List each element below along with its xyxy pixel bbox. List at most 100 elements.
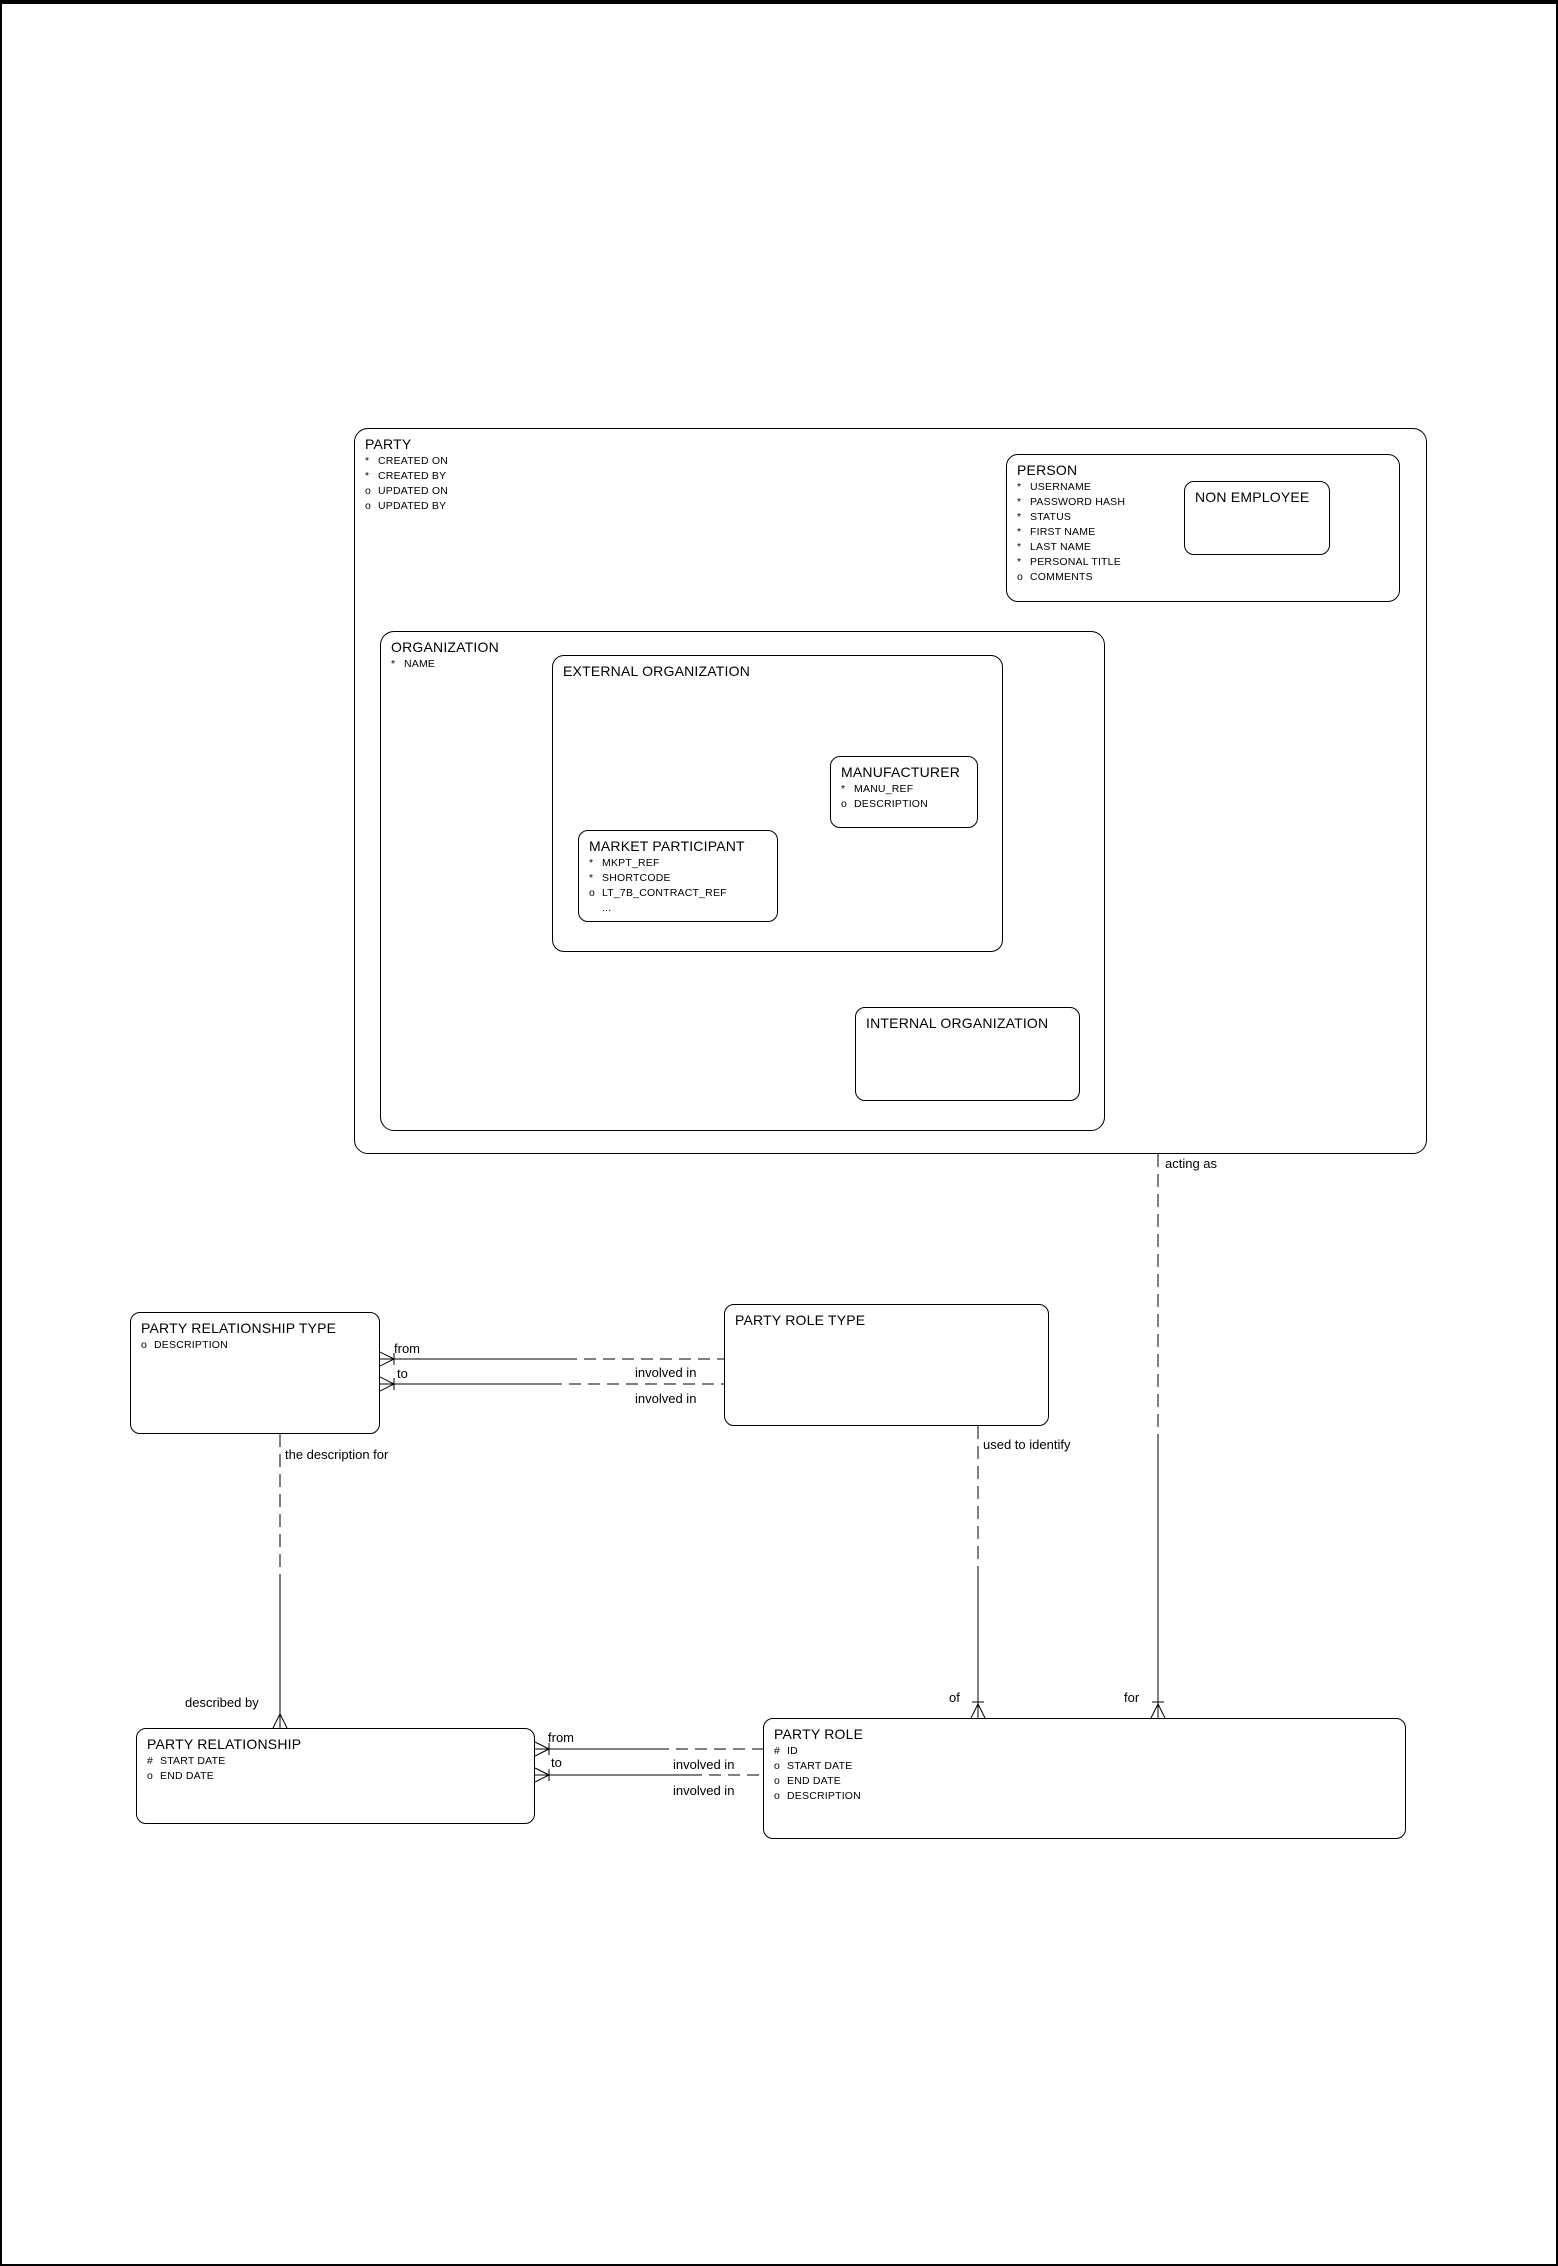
attribute-row: * PASSWORD HASH [1017,495,1389,510]
entity-title: INTERNAL ORGANIZATION [866,1015,1049,1031]
attribute-name: FIRST NAME [1030,526,1096,538]
entity-title: EXTERNAL ORGANIZATION [563,663,750,679]
attribute-row: * MANU_REF [841,782,967,797]
attribute-name: DESCRIPTION [854,798,928,810]
attribute-name: END DATE [787,1775,841,1787]
attribute-prefix: o [365,500,371,512]
attribute-name: START DATE [160,1755,226,1767]
attribute-name: STATUS [1030,511,1072,523]
attribute-row: * CREATED BY [365,469,1416,484]
attribute-row: o LT_7B_CONTRACT_REF [589,886,767,901]
relationship-label-the-description-for: the description for [285,1447,389,1462]
crows-foot [534,1767,550,1783]
attribute-row: ... [589,901,767,916]
entity-internal-organization: INTERNAL ORGANIZATION [855,1007,1080,1101]
entity-party-relationship-type: PARTY RELATIONSHIP TYPE o DESCRIPTION [130,1312,380,1434]
attribute-prefix: o [147,1770,153,1782]
attribute-prefix: * [1017,511,1022,523]
attribute-name: USERNAME [1030,481,1092,493]
relationship-label-type-to: to [397,1366,408,1381]
attribute-name: MANU_REF [854,783,914,795]
attribute-row: o END DATE [774,1774,1395,1789]
relationship-label-type-involved-in-2: involved in [635,1391,697,1406]
relationship-label-rel-to: to [551,1755,562,1770]
attribute-prefix: * [365,470,370,482]
entity-non-employee: NON EMPLOYEE [1184,481,1330,555]
crows-foot [970,1701,986,1719]
crows-foot [534,1741,550,1757]
attribute-prefix: o [774,1790,780,1802]
attribute-name: START DATE [787,1760,853,1772]
entity-market-participant: MARKET PARTICIPANT *MKPT_REF *SHORTCODE … [578,830,778,922]
relationship-label-used-to-identify: used to identify [983,1437,1071,1452]
attribute-row: * CREATED ON [365,454,1416,469]
attribute-row: * MKPT_REF [589,856,767,871]
relationship-label-rel-from: from [548,1730,574,1745]
relationship-label-rel-involved-in-2: involved in [673,1783,735,1798]
attribute-prefix: * [1017,556,1022,568]
attribute-name: ID [787,1745,798,1757]
attribute-prefix: * [1017,526,1022,538]
attribute-name: UPDATED BY [378,500,447,512]
attribute-name: LT_7B_CONTRACT_REF [602,887,727,899]
attribute-name: END DATE [160,1770,214,1782]
attribute-prefix: o [774,1760,780,1772]
attribute-prefix: * [365,455,370,467]
attribute-name: SHORTCODE [602,872,671,884]
attribute-prefix: * [1017,496,1022,508]
attribute-row: * SHORTCODE [589,871,767,886]
attribute-name: DESCRIPTION [787,1790,861,1802]
attribute-row: * NAME [391,657,1094,672]
attribute-prefix: o [141,1339,147,1351]
attribute-row: * USERNAME [1017,480,1389,495]
attribute-prefix: * [841,783,846,795]
entity-title: PARTY RELATIONSHIP [147,1736,302,1752]
relationship-label-type-from: from [394,1341,420,1356]
entity-title: PARTY ROLE [774,1726,864,1742]
relationship-label-of: of [949,1690,960,1705]
entity-title: MANUFACTURER [841,764,961,780]
attribute-prefix: o [774,1775,780,1787]
entity-party-relationship: PARTY RELATIONSHIP # START DATE o END DATE [136,1728,535,1824]
attribute-row: # START DATE [147,1754,524,1769]
attribute-prefix: # [774,1745,780,1757]
relationship-label-described-by: described by [185,1695,259,1710]
attribute-row: *PERSONAL TITLE [1017,555,1389,570]
attribute-prefix [589,901,602,916]
attribute-name: ... [602,902,612,914]
attribute-prefix: * [589,872,594,884]
attribute-prefix: o [589,887,595,899]
attribute-row: # ID [774,1744,1395,1759]
attribute-prefix: * [1017,481,1022,493]
attribute-name: PASSWORD HASH [1030,496,1126,508]
attribute-name: MKPT_REF [602,857,660,869]
attribute-row: o UPDATED BY [365,499,1416,514]
relationship-label-rel-involved-in-1: involved in [673,1757,735,1772]
entity-title: PARTY ROLE TYPE [735,1312,866,1328]
attribute-name: DESCRIPTION [154,1339,228,1351]
entity-title: ORGANIZATION [391,639,499,655]
attribute-row: o START DATE [774,1759,1395,1774]
attribute-name: COMMENTS [1030,571,1093,583]
crows-foot [379,1376,395,1392]
relationship-label-acting-as: acting as [1165,1156,1218,1171]
attribute-name: CREATED BY [378,470,447,482]
entity-title: PERSON [1017,462,1078,478]
attribute-name: NAME [404,658,436,670]
entity-title: PARTY RELATIONSHIP TYPE [141,1320,337,1336]
attribute-name: CREATED ON [378,455,449,467]
attribute-row: o DESCRIPTION [141,1338,369,1353]
attribute-prefix: * [589,857,594,869]
crows-foot [379,1351,395,1367]
attribute-row: * STATUS [1017,510,1389,525]
relationship-label-for: for [1124,1690,1140,1705]
entity-title: NON EMPLOYEE [1195,489,1310,505]
attribute-prefix: * [391,658,396,670]
attribute-name: UPDATED ON [378,485,449,497]
attribute-prefix: # [147,1755,153,1767]
entity-title: MARKET PARTICIPANT [589,838,745,854]
